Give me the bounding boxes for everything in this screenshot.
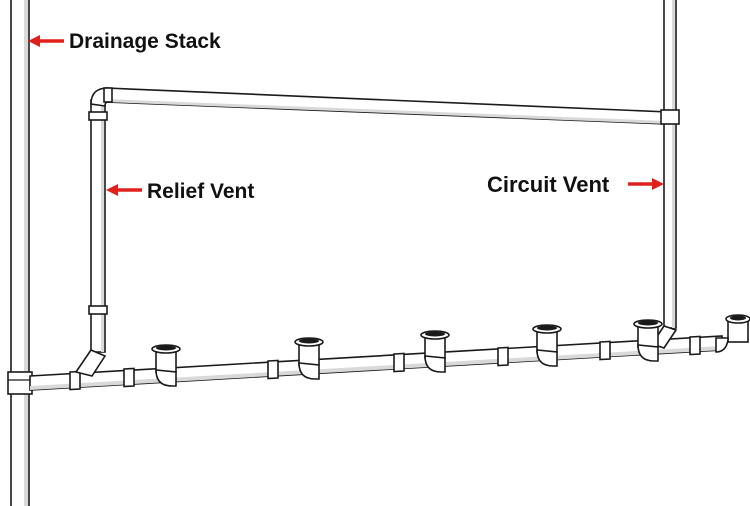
fixture-drain-6 [715, 314, 750, 353]
fixture-drain-3 [420, 330, 450, 373]
horizontal-drain-pipe [29, 335, 723, 391]
fixture-drain-2 [294, 337, 324, 380]
fixture-drain-5 [633, 319, 663, 362]
fixture-drain-1 [151, 344, 181, 387]
circuit-vent-label: Circuit Vent [487, 172, 610, 197]
drainage-stack-label: Drainage Stack [69, 30, 221, 53]
arrow-relief-vent [106, 184, 142, 196]
relief-vent-pipe [74, 99, 108, 377]
fixture-drains [151, 314, 750, 387]
top-vent-pipe [90, 87, 669, 125]
circuit-vent-pipe [650, 0, 680, 349]
drainage-stack-pipe [7, 0, 33, 506]
relief-vent-label: Relief Vent [147, 180, 255, 203]
arrow-drainage-stack [28, 35, 64, 47]
fixture-drain-4 [532, 324, 562, 367]
arrow-circuit-vent [628, 178, 664, 190]
